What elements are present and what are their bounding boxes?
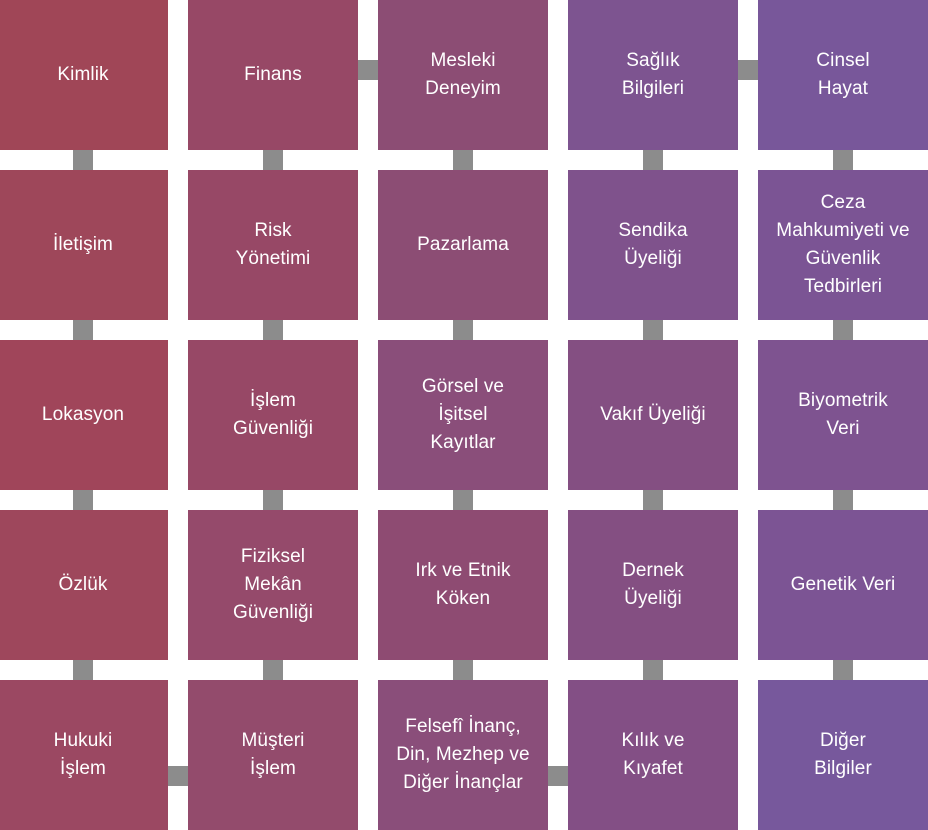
tile-gorsel-isitsel-kayitlar[interactable]: Görsel ve İşitsel Kayıtlar <box>378 340 548 490</box>
tile-ozluk[interactable]: Özlük <box>0 510 168 660</box>
tile-label: Kimlik <box>57 64 109 85</box>
connector-vertical <box>263 658 283 680</box>
connector-vertical <box>643 148 663 170</box>
connector-horizontal <box>358 60 378 80</box>
tile-label: Fiziksel Mekân Güvenliği <box>232 546 314 623</box>
tile-diger-bilgiler[interactable]: Diğer Bilgiler <box>758 680 928 830</box>
tile-label: Hukuki İşlem <box>53 730 113 779</box>
tile-label: Sağlık Bilgileri <box>621 50 685 99</box>
connector-vertical <box>73 658 93 680</box>
tile-lokasyon[interactable]: Lokasyon <box>0 340 168 490</box>
tile-label: Vakıf Üyeliği <box>600 404 706 425</box>
tile-label: Özlük <box>58 574 108 595</box>
connector-vertical <box>73 488 93 510</box>
tile-hukuki-islem[interactable]: Hukuki İşlem <box>0 680 168 830</box>
tile-islem-guvenligi[interactable]: İşlem Güvenliği <box>188 340 358 490</box>
connector-horizontal <box>168 766 188 786</box>
connector-vertical <box>833 148 853 170</box>
tile-label: Finans <box>244 64 302 85</box>
tile-kilik-kiyafet[interactable]: Kılık ve Kıyafet <box>568 680 738 830</box>
tile-vakif-uyeligi[interactable]: Vakıf Üyeliği <box>568 340 738 490</box>
connector-vertical <box>453 148 473 170</box>
connector-vertical <box>643 318 663 340</box>
tile-label: Risk Yönetimi <box>235 220 311 269</box>
tile-label: Irk ve Etnik Köken <box>415 560 511 609</box>
connector-vertical <box>73 318 93 340</box>
tile-label: Sendika Üyeliği <box>618 220 688 269</box>
connector-vertical <box>263 488 283 510</box>
connector-horizontal <box>548 766 568 786</box>
connector-vertical <box>263 148 283 170</box>
tile-label: Lokasyon <box>41 404 125 425</box>
tile-label: Biyometrik Veri <box>798 390 888 439</box>
connector-vertical <box>643 658 663 680</box>
tile-saglik-bilgileri[interactable]: Sağlık Bilgileri <box>568 0 738 150</box>
tile-label: Müşteri İşlem <box>241 730 305 779</box>
tile-mesleki-deneyim[interactable]: Mesleki Deneyim <box>378 0 548 150</box>
connector-vertical <box>643 488 663 510</box>
tile-dernek-uyeligi[interactable]: Dernek Üyeliği <box>568 510 738 660</box>
connector-vertical <box>453 318 473 340</box>
tile-label: Felsefî İnanç, Din, Mezhep ve Diğer İnan… <box>396 716 530 793</box>
connector-vertical <box>453 658 473 680</box>
tile-risk-yonetimi[interactable]: Risk Yönetimi <box>188 170 358 320</box>
tile-kimlik[interactable]: Kimlik <box>0 0 168 150</box>
tile-pazarlama[interactable]: Pazarlama <box>378 170 548 320</box>
tile-genetik-veri[interactable]: Genetik Veri <box>758 510 928 660</box>
tile-label: Pazarlama <box>417 234 509 255</box>
tile-label: İşlem Güvenliği <box>232 390 314 439</box>
tile-musteri-islem[interactable]: Müşteri İşlem <box>188 680 358 830</box>
connector-vertical <box>833 318 853 340</box>
tile-label: Dernek Üyeliği <box>622 560 684 609</box>
tile-label: Ceza Mahkumiyeti ve Güvenlik Tedbirleri <box>776 192 910 297</box>
connector-vertical <box>453 488 473 510</box>
tile-label: Cinsel Hayat <box>816 50 870 99</box>
tile-label: İletişim <box>53 234 113 255</box>
tile-felsefi-inanc[interactable]: Felsefî İnanç, Din, Mezhep ve Diğer İnan… <box>378 680 548 830</box>
tile-fiziksel-mekan-guvenligi[interactable]: Fiziksel Mekân Güvenliği <box>188 510 358 660</box>
tile-ceza-mahkumiyeti[interactable]: Ceza Mahkumiyeti ve Güvenlik Tedbirleri <box>758 170 928 320</box>
connector-vertical <box>833 658 853 680</box>
tile-label: Mesleki Deneyim <box>425 50 501 99</box>
connector-vertical <box>73 148 93 170</box>
tile-sendika-uyeligi[interactable]: Sendika Üyeliği <box>568 170 738 320</box>
tile-cinsel-hayat[interactable]: Cinsel Hayat <box>758 0 928 150</box>
tile-label: Diğer Bilgiler <box>814 730 872 779</box>
tile-label: Kılık ve Kıyafet <box>621 730 685 779</box>
tile-finans[interactable]: Finans <box>188 0 358 150</box>
tile-label: Görsel ve İşitsel Kayıtlar <box>421 376 505 453</box>
tile-biyometrik-veri[interactable]: Biyometrik Veri <box>758 340 928 490</box>
tile-label: Genetik Veri <box>790 574 896 595</box>
connector-vertical <box>833 488 853 510</box>
tile-iletisim[interactable]: İletişim <box>0 170 168 320</box>
connector-horizontal <box>738 60 758 80</box>
tile-irk-etnik-koken[interactable]: Irk ve Etnik Köken <box>378 510 548 660</box>
connector-vertical <box>263 318 283 340</box>
